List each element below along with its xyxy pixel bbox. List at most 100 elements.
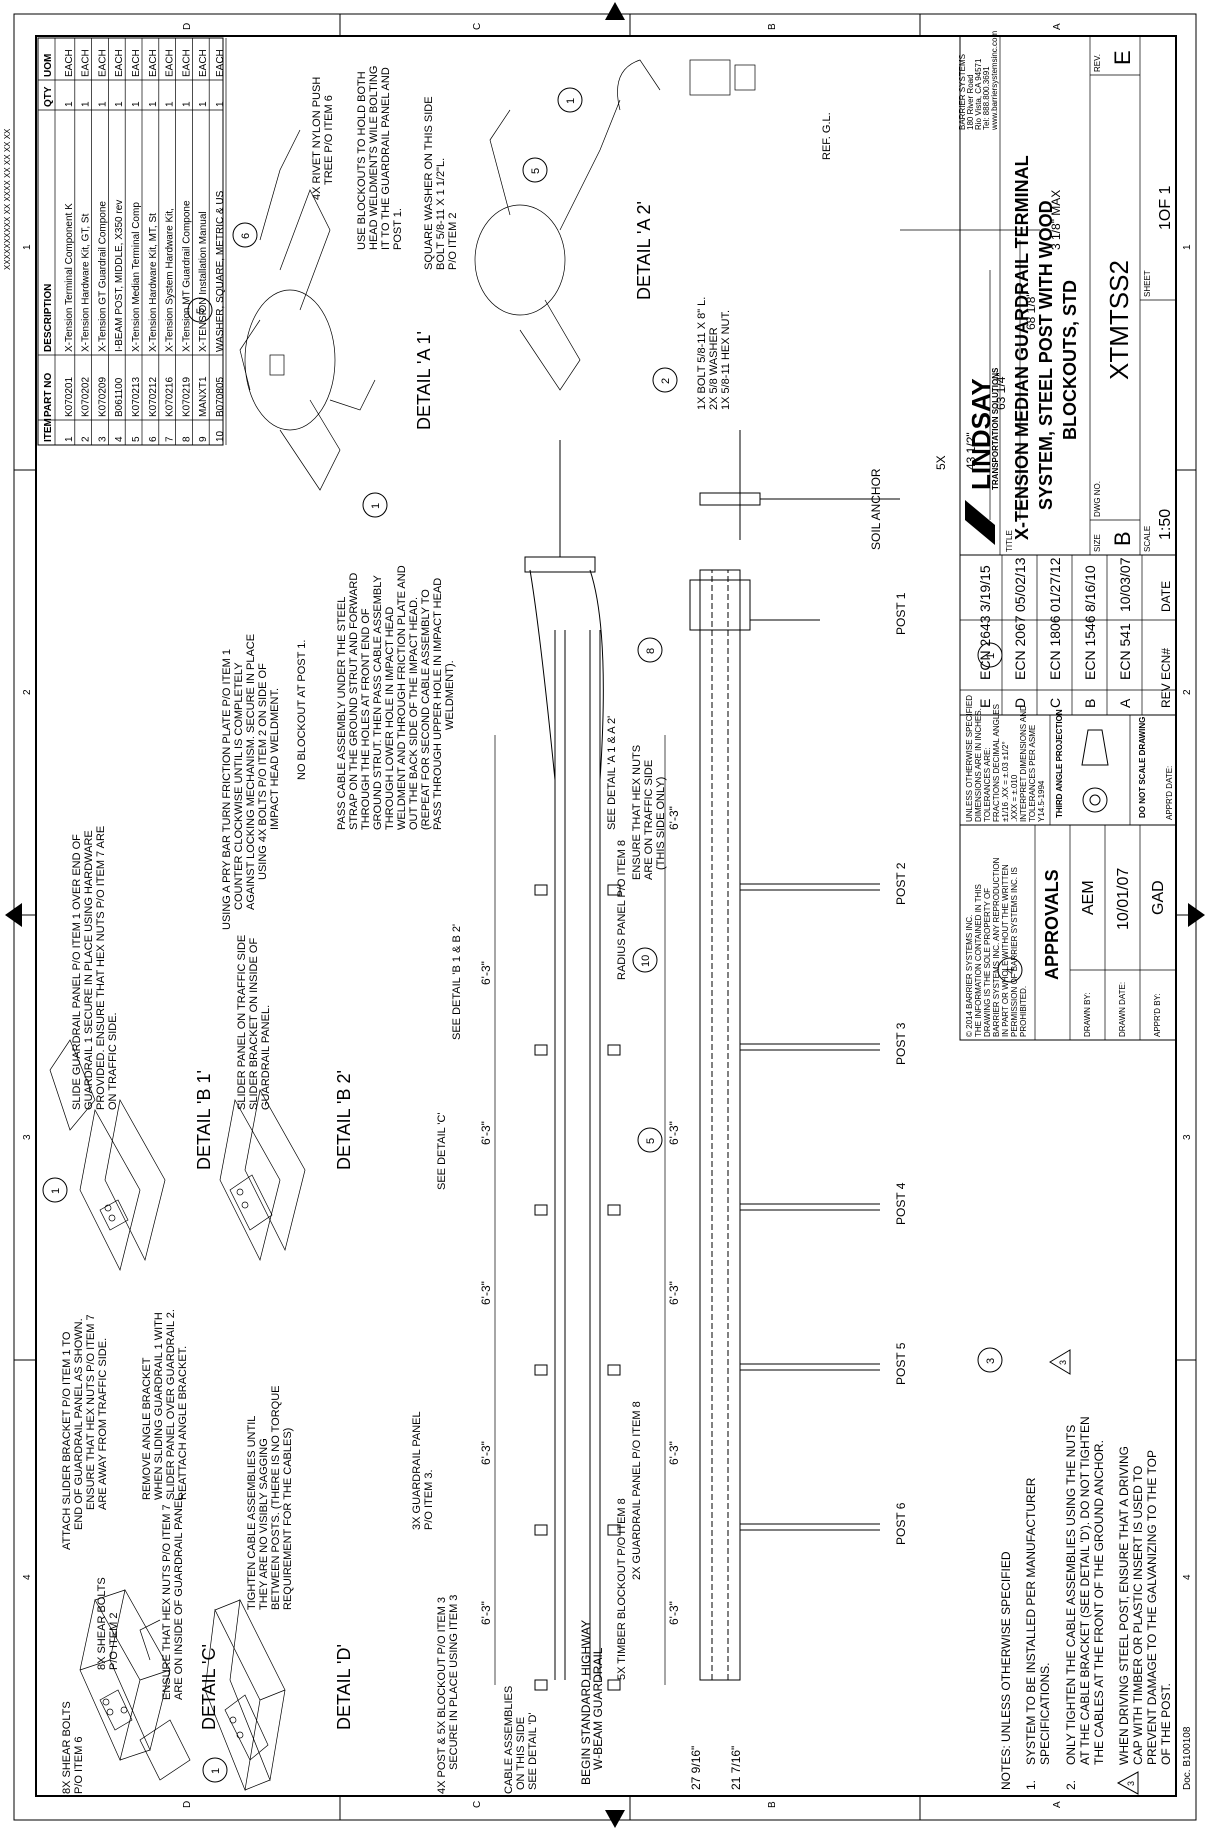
soil-anchor-label: SOIL ANCHOR: [869, 468, 883, 550]
copyright-line: © 2014 BARRIER SYSTEMS INC.: [965, 915, 974, 1037]
bom-header: ITEM: [43, 418, 54, 442]
spacing-label: 6'-3": [667, 1281, 681, 1305]
dim-left-1: 27 9/16": [689, 1746, 703, 1790]
note-shear8b-2: P/O ITEM 2: [108, 1613, 120, 1670]
note-number: 2.: [1064, 1780, 1078, 1790]
spacing-label: 6'-3": [667, 1601, 681, 1625]
tolerance-line: TOLERANCES PER ASME: [1028, 725, 1037, 822]
revision-cell: 05/02/13: [1012, 557, 1028, 612]
callout-number: 8: [645, 648, 657, 654]
tolerance-line: FRACTIONS DECIMAL ANGLES: [992, 704, 1001, 822]
dim-label: 3 1/8" MAX: [1049, 190, 1063, 250]
bom-cell: 1: [165, 101, 176, 107]
note-washer-2: BOLT 5/8-11 X 1 1/2"L.: [435, 158, 447, 270]
spacing-label: 6'-3": [479, 1121, 493, 1145]
elevation-view: POST 6 POST 5 POST 4 POST 3 POST 2 POST …: [579, 190, 1071, 1790]
bom-cell: X-Tension Terminal Component K: [64, 203, 75, 352]
bom-cell: EACH: [215, 49, 226, 77]
bom-cell: EACH: [97, 49, 108, 77]
zone-row-label: A: [1052, 23, 1063, 30]
title-label: TITLE: [1005, 530, 1014, 552]
callout-number: 2: [660, 378, 672, 384]
callout-bubble: [202, 1757, 228, 1783]
note-slider-1: SLIDER PANEL ON TRAFFIC SIDE: [236, 935, 248, 1110]
dim-left-2: 21 7/16": [729, 1746, 743, 1790]
apprd-by-value: GAD: [1150, 880, 1167, 915]
dwg-number: XTMTSS2: [1104, 260, 1134, 380]
bom-cell: X-Tension Median Terminal Comp: [131, 202, 142, 352]
revision-cell: 10/03/07: [1117, 557, 1133, 612]
callout-number: 10: [640, 955, 652, 967]
apprd-by-label: APPR'D BY:: [1153, 993, 1162, 1037]
zone-col-label: 1: [22, 244, 33, 250]
callout-number: 1: [985, 653, 997, 659]
note-hexnuts-1: ENSURE THAT HEX NUTS P/O ITEM 7: [161, 1504, 173, 1700]
detail-d-drawing: [204, 1598, 286, 1792]
note-passcable-4: GROUND STRUT. THEN PASS CABLE ASSEMBLY: [372, 574, 384, 830]
note-line: WHEN DRIVING STEEL POST, ENSURE THAT A D…: [1117, 1446, 1131, 1765]
revision-cell: 3/19/15: [977, 565, 993, 612]
dim-label: 43 1/2": [964, 432, 978, 470]
scale-value: 1:50: [1157, 509, 1174, 540]
note-prybar-1: USING A PRY BAR TURN FRICTION PLATE P/O …: [221, 649, 233, 930]
revision-header: ECN#: [1159, 648, 1173, 680]
callout-number: 4: [1005, 968, 1017, 974]
note-tighten-1: TIGHTEN CABLE ASSEMBLIES UNTIL: [246, 1416, 258, 1610]
note-line: SYSTEM TO BE INSTALLED PER MANUFACTURER: [1024, 1477, 1038, 1765]
size-value: B: [1110, 531, 1135, 546]
plan-posts: [534, 884, 621, 1691]
brand-logo-mark: [965, 500, 995, 545]
note-bolt-1: 1X BOLT 5/8-11 X 8" L.: [696, 297, 708, 410]
bom-cell: X-Tension Hardware Kit, GT, St: [81, 213, 92, 352]
callout-number: 1: [210, 1768, 222, 1774]
tolerance-line: DIMENSIONS ARE IN INCHES.: [974, 708, 983, 822]
detail-a2-label: DETAIL 'A 2': [634, 201, 654, 300]
rev-value: E: [1110, 50, 1135, 65]
detail-c-label: DETAIL 'C': [199, 1644, 219, 1730]
bom-cell: B070805: [215, 377, 226, 417]
note-line: SPECIFICATIONS.: [1038, 1663, 1052, 1765]
note-prybar-2: COUNTER CLOCKWISE UNTIL IS COMPLETELY: [233, 662, 245, 910]
copyright-line: DRAWING IS THE SOLE PROPERTY OF: [983, 888, 992, 1037]
address-line: 180 River Road: [966, 74, 975, 130]
detail-c: DETAIL 'C' 8X SHEAR BOLTS P/O ITEM 6 8X …: [61, 1314, 219, 1794]
callout-number: 5: [530, 168, 542, 174]
revision-cell: ECN 1806: [1047, 615, 1063, 680]
bom-cell: 1: [64, 101, 75, 107]
note-bolt-2: 2X 5/8 WASHER: [708, 327, 720, 410]
callout-bubble: [977, 1347, 1003, 1373]
callout-bubble: [637, 1127, 663, 1153]
bom-cell: 3: [97, 436, 108, 442]
bom-cell: 1: [181, 101, 192, 107]
approvals-heading: APPROVALS: [1042, 869, 1062, 980]
bom-cell: 5: [131, 436, 142, 442]
detail-a2-drawing: [474, 59, 756, 391]
copyright-line: THE INFORMATION CONTAINED IN THIS: [974, 884, 983, 1037]
bom-header: DESCRIPTION: [43, 284, 54, 352]
bom-cell: K070213: [131, 377, 142, 417]
begin-guardrail-1: BEGIN STANDARD HIGHWAY: [579, 1620, 593, 1785]
bom-cell: EACH: [148, 49, 159, 77]
note-line: AT THE CABLE BRACKET (SEE DETAIL 'D'). D…: [1078, 1416, 1092, 1765]
callout-bubble: [522, 157, 548, 183]
bom-cell: K070201: [64, 377, 75, 417]
zone-col-label: 3: [1182, 1134, 1193, 1140]
bom-cell: EACH: [181, 49, 192, 77]
detail-b: 1 DETAIL 'B 1' DETAIL 'B 2' SLIDE GUARDR…: [42, 826, 354, 1272]
bom-cell: X-Tension MT Guardrail Compone: [181, 200, 192, 352]
revision-cell: E: [977, 699, 993, 708]
note-prybar-4: USING 4X BOLTS P/O ITEM 2 ON SIDE OF: [257, 663, 269, 880]
bom-cell: 10: [215, 430, 226, 442]
post-label: POST 1: [894, 592, 908, 635]
callout-number: 5: [645, 1138, 657, 1144]
size-label: SIZE: [1093, 534, 1102, 552]
bom-header: PART NO: [43, 373, 54, 417]
callout-bubble: [187, 297, 213, 323]
bom-cell: EACH: [64, 49, 75, 77]
brand-subtitle: TRANSPORTATION SOLUTIONS: [991, 367, 1000, 490]
note-line: PREVENT DAMAGE TO THE GALVANIZING TO THE…: [1145, 1450, 1159, 1765]
apprd-date-label: APPR'D DATE:: [1165, 766, 1174, 820]
spacing-label: 6'-3": [667, 1121, 681, 1145]
doc-number: Doc. B100108: [1182, 1726, 1193, 1790]
